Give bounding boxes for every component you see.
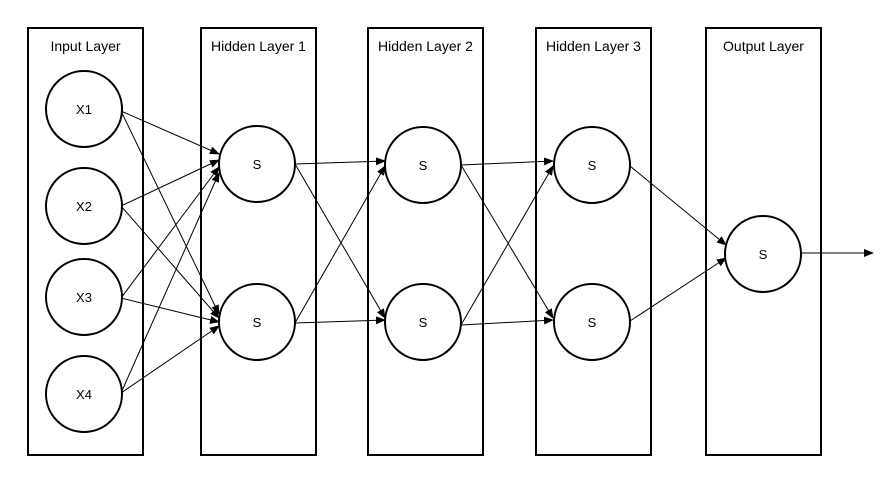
node-circle-h3a — [553, 126, 631, 204]
layer-hidden1: Hidden Layer 1 — [200, 27, 317, 456]
layer-hidden2: Hidden Layer 2 — [367, 27, 484, 456]
node-x2: X2 — [45, 167, 123, 245]
node-h3a: S — [553, 126, 631, 204]
layer-box-hidden1 — [200, 27, 317, 456]
node-label-out: S — [759, 247, 768, 262]
node-out: S — [724, 215, 802, 293]
node-circle-x3 — [45, 258, 123, 336]
layer-box-hidden3 — [535, 27, 652, 456]
edge-x4-h1a — [120, 172, 220, 394]
edge-x2-h1a — [120, 159, 220, 207]
node-circle-x4 — [45, 355, 123, 433]
node-circle-x2 — [45, 167, 123, 245]
edge-x3-h1b — [120, 297, 220, 324]
node-circle-out — [724, 215, 802, 293]
node-label-h1a: S — [253, 157, 262, 172]
node-circle-x1 — [45, 70, 123, 148]
edge-h1a-h2b — [294, 163, 386, 319]
node-label-x2: X2 — [76, 199, 92, 214]
edge-h3b-out — [629, 257, 727, 322]
node-circle-h2b — [384, 283, 462, 361]
node-h2a: S — [384, 126, 462, 204]
node-h1a: S — [218, 125, 296, 203]
edge-h3a-out — [629, 165, 727, 246]
node-label-x4: X4 — [76, 387, 92, 402]
layer-title-output: Output Layer — [723, 38, 804, 54]
node-label-h2a: S — [419, 158, 428, 173]
node-circle-h2a — [384, 126, 462, 204]
node-h2b: S — [384, 283, 462, 361]
node-circle-h1a — [218, 125, 296, 203]
layer-title-hidden3: Hidden Layer 3 — [546, 38, 641, 54]
edge-x1-h1a — [120, 110, 220, 155]
layer-title-hidden2: Hidden Layer 2 — [378, 38, 473, 54]
node-x1: X1 — [45, 70, 123, 148]
edges-input-hidden1 — [120, 110, 220, 394]
edges-hidden3-output — [629, 165, 727, 322]
layer-hidden3: Hidden Layer 3 — [535, 27, 652, 456]
edge-h1b-h2b — [294, 316, 386, 325]
node-label-x1: X1 — [76, 102, 92, 117]
edge-x3-h1a — [120, 166, 220, 299]
edge-h2a-h3a — [460, 157, 554, 166]
node-h1b: S — [218, 283, 296, 361]
edge-x1-h1b — [120, 110, 220, 315]
node-label-x3: X3 — [76, 290, 92, 305]
node-x4: X4 — [45, 355, 123, 433]
edge-h1b-h2a — [294, 165, 386, 324]
node-label-h3a: S — [588, 158, 597, 173]
edge-x2-h1b — [120, 205, 220, 319]
edge-h2b-h3b — [460, 316, 554, 326]
node-circle-h3b — [553, 283, 631, 361]
edge-h2b-h3a — [460, 165, 554, 326]
edge-x4-h1b — [120, 325, 220, 394]
edges-hidden1-hidden2 — [294, 157, 386, 325]
edge-h1a-h2a — [294, 157, 386, 166]
node-label-h2b: S — [419, 315, 428, 330]
node-circle-h1b — [218, 283, 296, 361]
layer-box-hidden2 — [367, 27, 484, 456]
node-label-h1b: S — [253, 315, 262, 330]
edges-hidden2-hidden3 — [460, 157, 554, 326]
layer-title-input: Input Layer — [50, 38, 120, 54]
node-label-h3b: S — [588, 315, 597, 330]
node-h3b: S — [553, 283, 631, 361]
layer-title-hidden1: Hidden Layer 1 — [211, 38, 306, 54]
edge-h2a-h3b — [460, 164, 554, 319]
node-x3: X3 — [45, 258, 123, 336]
